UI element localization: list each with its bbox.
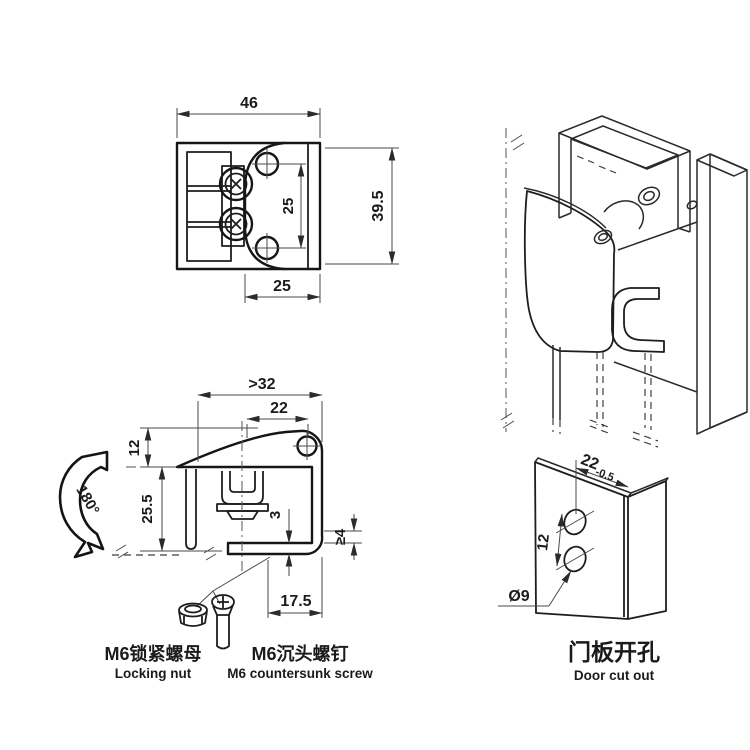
svg-text:22-0.5: 22-0.5 — [577, 451, 619, 484]
cutout-caption-cn: 门板开孔 — [568, 639, 660, 665]
plan-body-outline — [175, 141, 322, 271]
nut-label-en: Locking nut — [115, 666, 192, 681]
svg-text:≥4: ≥4 — [332, 528, 349, 545]
side-body-outline — [175, 429, 324, 556]
dim-overall-height: 39.5 — [325, 147, 399, 265]
svg-text:12: 12 — [126, 440, 143, 457]
screw-label-en: M6 countersunk screw — [227, 666, 373, 681]
dim-hole-offset: 22 — [246, 400, 309, 438]
iso-hidden-edges — [552, 345, 659, 448]
dim-overall-width: 46 — [176, 95, 321, 138]
plan-nut-top — [218, 166, 254, 202]
svg-text:22: 22 — [270, 400, 288, 417]
iso-frame-channel — [558, 115, 691, 233]
dim-body-depth: 25.5 — [139, 466, 222, 552]
dim-plate-thickness: 3 — [267, 509, 293, 576]
svg-text:17.5: 17.5 — [280, 593, 311, 610]
plan-nut-bottom — [218, 206, 254, 242]
svg-text:25: 25 — [280, 198, 297, 215]
nut-label-cn: M6锁紧螺母 — [104, 643, 201, 664]
svg-text:>32: >32 — [248, 376, 275, 393]
iso-door-leaf — [611, 221, 698, 393]
svg-text:46: 46 — [240, 95, 258, 112]
plan-bracket-slots — [187, 185, 231, 228]
svg-text:12: 12 — [534, 533, 553, 552]
countersunk-screw-icon — [211, 594, 235, 650]
screw-label-cn: M6沉头螺钉 — [251, 643, 348, 664]
plan-plate-edge — [243, 141, 286, 271]
side-hole — [293, 432, 321, 460]
svg-text:Ø9: Ø9 — [508, 588, 529, 605]
dim-min-gap: ≥4 — [324, 514, 362, 560]
svg-text:25: 25 — [273, 278, 291, 295]
iso-centerline — [500, 128, 525, 432]
cutout-panel — [534, 457, 669, 620]
dim-hole-diameter: Ø9 — [498, 570, 572, 607]
iso-hinge-wing — [523, 187, 616, 353]
cutout-hole-bottom — [555, 545, 595, 573]
plan-hole-top — [252, 149, 282, 179]
cutout-caption-en: Door cut out — [574, 668, 655, 683]
callout-labels: M6锁紧螺母 Locking nut M6沉头螺钉 M6 countersunk… — [104, 643, 373, 681]
dim-fin-rise: 12 — [126, 427, 258, 468]
svg-text:25.5: 25.5 — [139, 494, 156, 523]
side-break-ticks — [115, 544, 217, 561]
svg-text:39.5: 39.5 — [370, 190, 387, 221]
cutout-view: 22-0.5 12 Ø9 门板开孔 Door cut out — [498, 451, 669, 683]
plan-bracket — [186, 151, 232, 262]
dim-foot-length: 17.5 — [267, 557, 323, 618]
locking-nut-icon — [178, 602, 208, 627]
svg-text:3: 3 — [267, 511, 284, 519]
dim-min-panel: >32 — [197, 376, 323, 462]
plan-hole-bottom — [252, 233, 282, 263]
rotation-arrow-icon: 180° — [58, 450, 109, 559]
side-mount-plate — [185, 469, 197, 550]
dim-hole-spacing: 25 — [279, 163, 306, 249]
dim-cutout-hole-spacing: 12 — [534, 513, 565, 567]
iso-door-slab — [696, 153, 748, 435]
iso-view — [500, 115, 748, 448]
iso-pivot-screw — [603, 186, 698, 230]
dim-plate-width: 25 — [244, 274, 321, 303]
side-view: 180° >32 22 — [58, 376, 362, 650]
plan-view: 46 39.5 25 25 — [175, 95, 399, 303]
